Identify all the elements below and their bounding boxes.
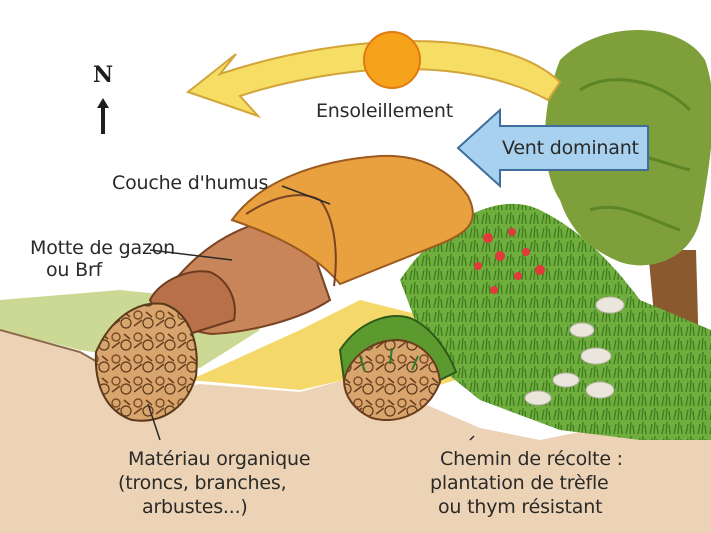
label-path-line2: plantation de trèfle [430, 473, 609, 494]
label-path-line3: ou thym résistant [438, 497, 602, 518]
label-sunlight: Ensoleillement [316, 101, 453, 122]
label-sod-line1: Motte de gazon [30, 238, 175, 259]
label-sod-line2: ou Brf [46, 260, 102, 281]
label-organic-line3: arbustes...) [142, 497, 248, 518]
label-organic-line1: Matériau organique [128, 449, 310, 470]
label-organic-line2: (troncs, branches, [118, 473, 286, 494]
label-path-line1: Chemin de récolte : [440, 449, 623, 470]
sun [364, 32, 420, 88]
north-label: N [90, 62, 116, 88]
north-arrow-icon [95, 96, 111, 136]
label-humus-layer: Couche d'humus [112, 173, 268, 194]
label-prevailing-wind: Vent dominant [502, 138, 639, 159]
